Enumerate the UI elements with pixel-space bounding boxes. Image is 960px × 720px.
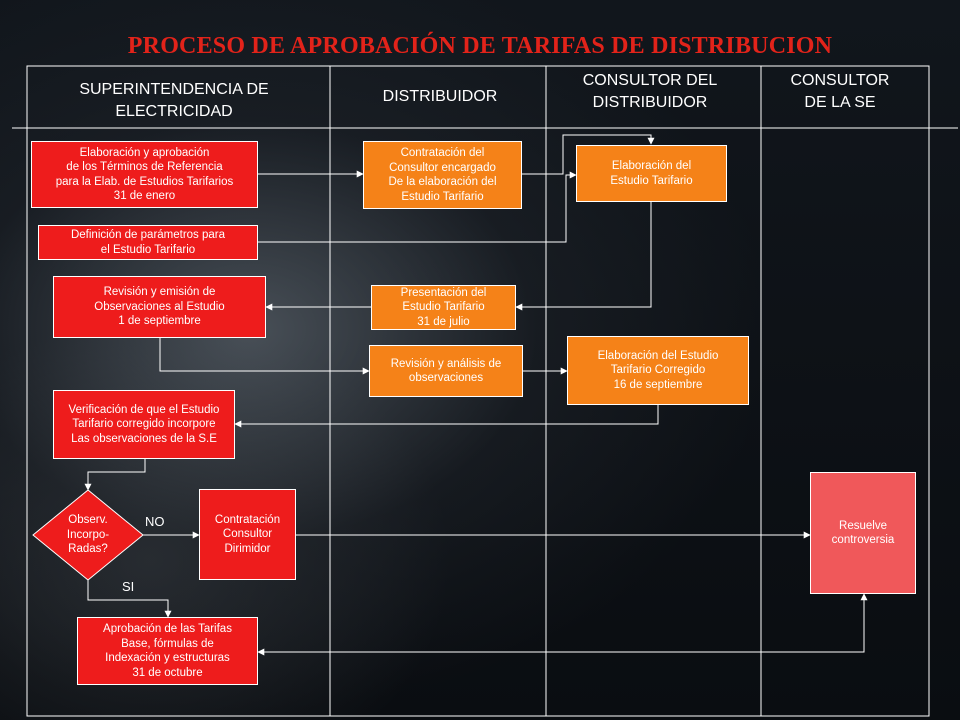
node-verificacion: Verificación de que el Estudio Tarifario… — [53, 390, 235, 459]
node-aprobacion-tarifas: Aprobación de las Tarifas Base, fórmulas… — [77, 617, 258, 685]
arrow-contratacion-elaboracion — [522, 134, 655, 175]
node-resuelve-controversia: Resuelve controversia — [810, 472, 916, 594]
arrow-resuelve-aprobacion — [257, 593, 868, 656]
label-no: NO — [145, 514, 165, 529]
node-elaboracion-terminos: Elaboración y aprobación de los Términos… — [31, 141, 258, 208]
node-contratacion-dirimidor: Contratación Consultor Dirimidor — [199, 489, 296, 580]
arrow-corregido-verificacion — [234, 405, 659, 428]
arrow-verificacion-decision — [84, 459, 146, 491]
node-definicion-parametros: Definición de parámetros para el Estudio… — [38, 225, 258, 260]
label-si: SI — [122, 579, 135, 594]
node-revision-emision: Revisión y emisión de Observaciones al E… — [53, 276, 266, 338]
arrow-decision-si — [87, 580, 172, 618]
lane-header-distribuidor: DISTRIBUIDOR — [382, 88, 498, 105]
node-contratacion-consultor: Contratación del Consultor encargado De … — [363, 141, 522, 209]
node-revision-analisis: Revisión y análisis de observaciones — [369, 345, 523, 397]
lane-header-superintendencia: SUPERINTENDENCIA DE ELECTRICIDAD — [79, 81, 269, 120]
page-title: PROCESO DE APROBACIÓN DE TARIFAS DE DIST… — [127, 33, 833, 59]
node-decision-text: Observ. Incorpo- Radas? — [66, 514, 110, 556]
arrow-revision-analisis — [159, 338, 370, 375]
decision-diamond-shape — [32, 489, 144, 581]
lane-frame — [26, 65, 930, 717]
node-elaboracion-estudio: Elaboración del Estudio Tarifario — [576, 145, 727, 202]
node-elaboracion-corregido: Elaboración del Estudio Tarifario Correg… — [567, 336, 749, 405]
node-presentacion-estudio: Presentación del Estudio Tarifario 31 de… — [371, 285, 516, 330]
lane-header-consultor-distribuidor: CONSULTOR DEL DISTRIBUIDOR — [582, 72, 718, 111]
arrow-elaboracion-presentacion — [515, 202, 652, 311]
arrow-parametros-elaboracion — [258, 171, 577, 243]
lane-header-consultor-se: CONSULTOR DE LA SE — [790, 72, 890, 111]
